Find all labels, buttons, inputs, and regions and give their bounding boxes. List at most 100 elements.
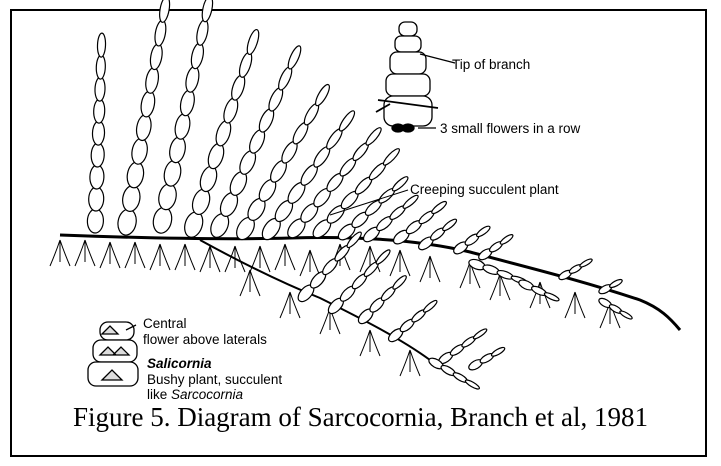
branch bbox=[427, 356, 480, 390]
root bbox=[285, 244, 295, 270]
root bbox=[160, 244, 170, 270]
branch-segment bbox=[286, 44, 303, 70]
salicornia-inset bbox=[88, 322, 138, 386]
branch-segment bbox=[619, 310, 633, 321]
branch-segment bbox=[162, 159, 183, 188]
root bbox=[200, 246, 210, 272]
root bbox=[175, 244, 185, 270]
root bbox=[300, 250, 310, 276]
branch-segment bbox=[95, 77, 106, 101]
root bbox=[370, 330, 380, 356]
branch-segment bbox=[276, 65, 294, 91]
root bbox=[420, 256, 430, 282]
tip-of-branch-inset bbox=[376, 22, 455, 132]
root bbox=[565, 292, 575, 318]
root bbox=[260, 246, 270, 272]
branch-segment bbox=[499, 233, 514, 246]
branch-segment bbox=[213, 119, 233, 148]
root bbox=[360, 330, 370, 356]
branch bbox=[87, 33, 106, 233]
branch-segment bbox=[579, 258, 593, 269]
branch-segment bbox=[475, 224, 491, 238]
branch-segment bbox=[178, 89, 196, 117]
root bbox=[60, 240, 70, 266]
branch-segment bbox=[149, 43, 164, 71]
branch bbox=[467, 346, 506, 372]
branch-segment bbox=[153, 19, 167, 46]
branch-segment bbox=[151, 206, 174, 235]
branch-segment bbox=[167, 136, 187, 165]
branch-segment bbox=[490, 346, 505, 358]
branch-segment bbox=[88, 187, 104, 212]
branch-segment bbox=[543, 291, 560, 302]
branch-segment bbox=[422, 299, 438, 314]
root bbox=[275, 244, 285, 270]
branch-segment bbox=[116, 208, 138, 237]
branch-segment bbox=[139, 90, 156, 118]
branch-segment bbox=[173, 112, 192, 140]
branch-segment bbox=[93, 99, 105, 123]
branch-segment bbox=[374, 248, 391, 266]
root bbox=[250, 270, 260, 296]
branch-segment bbox=[135, 114, 153, 142]
branch-segment bbox=[96, 55, 106, 79]
label-creeping-plant: Creeping succulent plant bbox=[410, 182, 559, 197]
branch-segment bbox=[182, 210, 206, 240]
branch-segment bbox=[144, 67, 160, 95]
root bbox=[575, 292, 585, 318]
branch-segment bbox=[89, 165, 104, 189]
branch-segment bbox=[221, 96, 240, 124]
branch-segment bbox=[237, 51, 254, 79]
root bbox=[135, 242, 145, 268]
root bbox=[430, 256, 440, 282]
branch-segment bbox=[197, 164, 219, 193]
root bbox=[75, 240, 85, 266]
branch-segment bbox=[87, 209, 104, 234]
branch-segment bbox=[205, 142, 226, 171]
root bbox=[400, 350, 410, 376]
branch bbox=[386, 299, 438, 344]
root bbox=[460, 262, 470, 288]
branch-segment bbox=[125, 161, 145, 189]
branch-segment bbox=[313, 83, 332, 108]
branch-segment bbox=[245, 28, 261, 55]
branch bbox=[557, 258, 593, 282]
label-central-line1: Central bbox=[143, 316, 187, 331]
branch-segment bbox=[130, 137, 149, 165]
branch-segment bbox=[91, 143, 105, 167]
root bbox=[280, 292, 290, 318]
branch-segment bbox=[430, 200, 448, 216]
root bbox=[310, 250, 320, 276]
root bbox=[240, 270, 250, 296]
root bbox=[50, 240, 60, 266]
label-salicornia-desc1: Bushy plant, succulent bbox=[147, 372, 282, 387]
figure-caption: Figure 5. Diagram of Sarcocornia, Branch… bbox=[0, 402, 721, 433]
branch-segment bbox=[229, 74, 247, 102]
root bbox=[390, 250, 400, 276]
branch-segment bbox=[337, 109, 357, 133]
branch-segment bbox=[158, 0, 171, 23]
root bbox=[185, 244, 195, 270]
branch-segment bbox=[391, 274, 408, 291]
root bbox=[410, 350, 420, 376]
root bbox=[85, 240, 95, 266]
branch-segment bbox=[92, 121, 105, 145]
branch-segment bbox=[156, 182, 178, 211]
branch-segment bbox=[472, 327, 488, 340]
root bbox=[110, 242, 120, 268]
label-salicornia-name: Salicornia bbox=[147, 356, 212, 371]
root bbox=[125, 242, 135, 268]
root bbox=[150, 244, 160, 270]
branch-segment bbox=[364, 126, 383, 147]
branch-segment bbox=[195, 19, 210, 47]
branch bbox=[361, 193, 420, 244]
label-tip-of-branch: Tip of branch bbox=[452, 57, 530, 72]
branch-segment bbox=[381, 147, 401, 167]
root bbox=[490, 274, 500, 300]
branch-segment bbox=[609, 278, 624, 289]
branch-segment bbox=[97, 33, 106, 57]
label-central-line2: flower above laterals bbox=[143, 332, 267, 347]
branch-segment bbox=[189, 42, 205, 70]
